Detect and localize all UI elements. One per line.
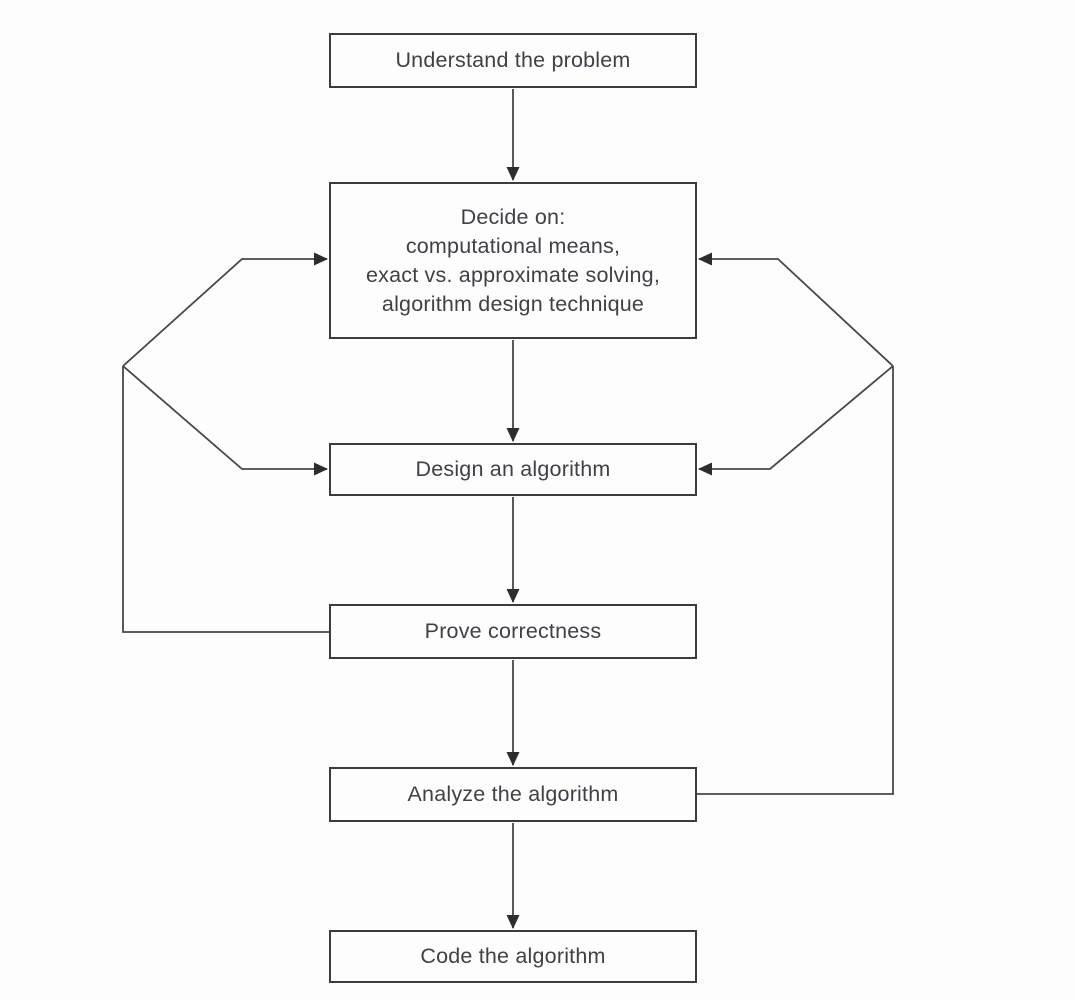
arrow-prove-feedback-to-decide	[122, 252, 328, 367]
node-label-line: exact vs. approximate solving,	[366, 262, 660, 287]
node-code-the-algorithm: Code the algorithm	[329, 930, 697, 983]
node-label-line: algorithm design technique	[381, 291, 645, 316]
node-decide-on: Decide on: computational means, exact vs…	[329, 182, 697, 339]
node-understand-the-problem: Understand the problem	[329, 33, 697, 88]
node-label: Design an algorithm	[415, 457, 611, 481]
node-prove-correctness: Prove correctness	[329, 604, 697, 659]
arrow-analyze-feedback-to-design	[698, 365, 894, 476]
arrow-prove-feedback-to-design	[122, 365, 328, 476]
node-label: Understand the problem	[395, 48, 631, 72]
node-label: Prove correctness	[424, 619, 602, 643]
connector-analyze-feedback-trunk	[697, 366, 894, 795]
node-label-line: computational means,	[405, 233, 621, 258]
node-label-line: Decide on:	[460, 204, 566, 229]
connector-prove-feedback-trunk	[122, 366, 329, 633]
arrow-analyze-feedback-to-decide	[698, 252, 894, 367]
node-analyze-the-algorithm: Analyze the algorithm	[329, 767, 697, 822]
node-label: Analyze the algorithm	[407, 782, 619, 806]
node-design-an-algorithm: Design an algorithm	[329, 443, 697, 496]
node-label: Code the algorithm	[420, 944, 606, 968]
